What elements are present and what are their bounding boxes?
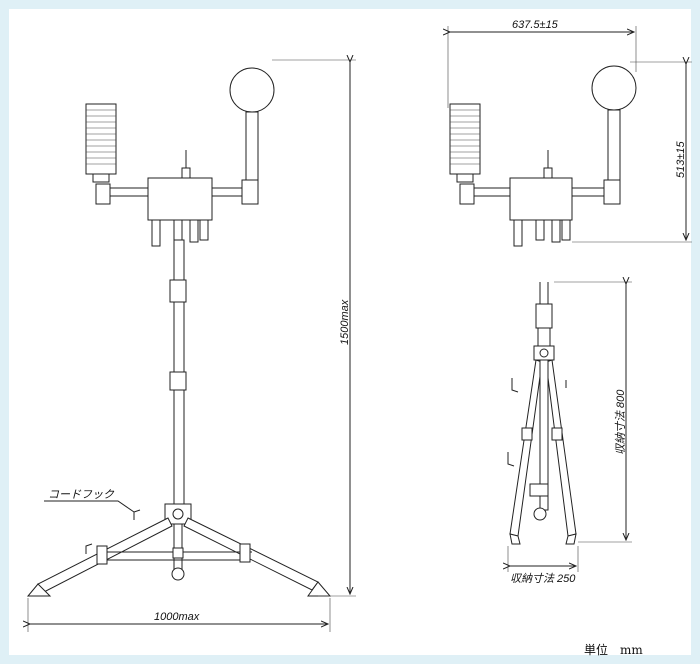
connector: [151, 219, 161, 247]
mast-middle: [173, 301, 185, 373]
globe-arm: [245, 111, 259, 183]
cord-hook: [133, 509, 141, 520]
height-label: 1500max: [339, 299, 351, 345]
unit-label: 単位 mm: [584, 642, 643, 657]
cord-hook-leader: [44, 500, 135, 513]
stored-width-label: 収納寸法 250: [510, 572, 576, 585]
tripod-legs: [26, 509, 332, 597]
globe-sensor: [229, 67, 275, 113]
arm-span-label: 637.5±15: [512, 19, 559, 31]
right-bracket: [241, 179, 259, 205]
left-bracket: [95, 183, 111, 205]
arm-height-label: 513±15: [675, 140, 687, 178]
mast-upper: [173, 239, 185, 281]
stored-height-label: 収納寸法 800: [614, 389, 627, 455]
mast-lower: [173, 389, 185, 507]
logger-box: [147, 177, 213, 221]
cord-hook-label: コードフック: [48, 489, 115, 501]
front-view: コードフック 1500max 1000max: [28, 60, 356, 632]
width-label: 1000max: [154, 611, 200, 623]
stored-view: 収納寸法 800 収納寸法 250: [508, 282, 632, 585]
arm-view: 637.5±15 513±15: [448, 19, 692, 247]
radiation-shield: [85, 103, 117, 183]
